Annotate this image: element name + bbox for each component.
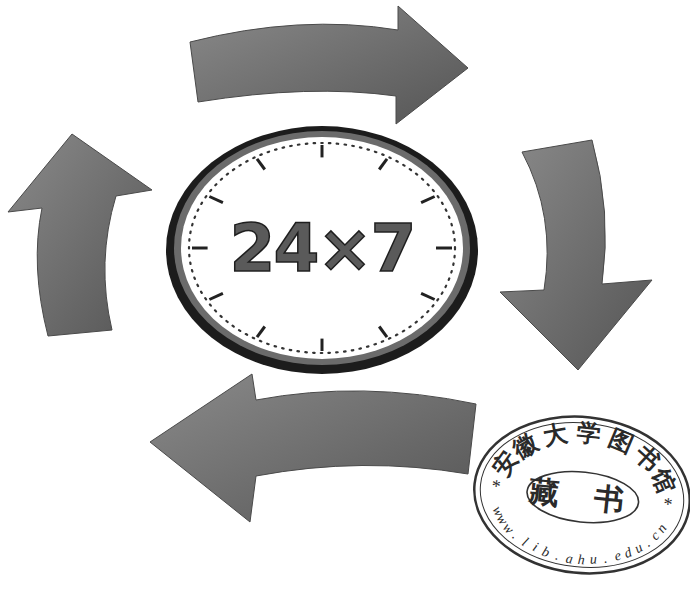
stamp-library-name-glyph: 大 (541, 421, 569, 449)
stamp-center-text-glyph: 藏 书 (528, 477, 640, 518)
stamp-url-glyph: l (519, 535, 530, 549)
stamp-url-glyph: h (577, 553, 585, 567)
cycle-arrow (8, 134, 152, 336)
stamp-url-glyph: b (540, 545, 551, 561)
stamp-ring (473, 413, 690, 578)
minute-dots (189, 143, 455, 353)
stamp-url-glyph: . (603, 552, 609, 566)
clock-rim (166, 126, 478, 374)
stamp-star-glyph: * (663, 495, 674, 514)
stamp-library-name-glyph: 图 (605, 426, 636, 457)
cycle-arrow (500, 140, 652, 370)
hour-ticks (192, 145, 452, 351)
cycle-arrow (190, 6, 468, 124)
cycle-arrows (8, 6, 652, 522)
stamp-outer (466, 406, 690, 584)
stamp-url-glyph: a (565, 551, 574, 566)
cycle-arrow (150, 374, 476, 522)
stamp-star-glyph: * (491, 477, 502, 496)
stamp-url-glyph: . (642, 536, 653, 549)
clock (166, 126, 478, 374)
stamp-url-glyph: i (530, 541, 540, 555)
stamp-library-name-glyph: 学 (575, 421, 601, 447)
stamp-url-glyph: u (590, 553, 598, 567)
clock-face: 24×7 (182, 150, 462, 346)
clock-face-bg (181, 137, 463, 359)
stamp-url-glyph: d (622, 545, 634, 561)
stamp-url-glyph: e (612, 549, 622, 564)
clock-label: 24×7 (229, 210, 414, 287)
stamp-url-glyph: u (632, 540, 645, 556)
clock-rim-inner (174, 131, 470, 365)
stamp-inner-oval (524, 466, 641, 527)
library-stamp (466, 406, 690, 584)
stamp-url-glyph: . (554, 549, 561, 563)
